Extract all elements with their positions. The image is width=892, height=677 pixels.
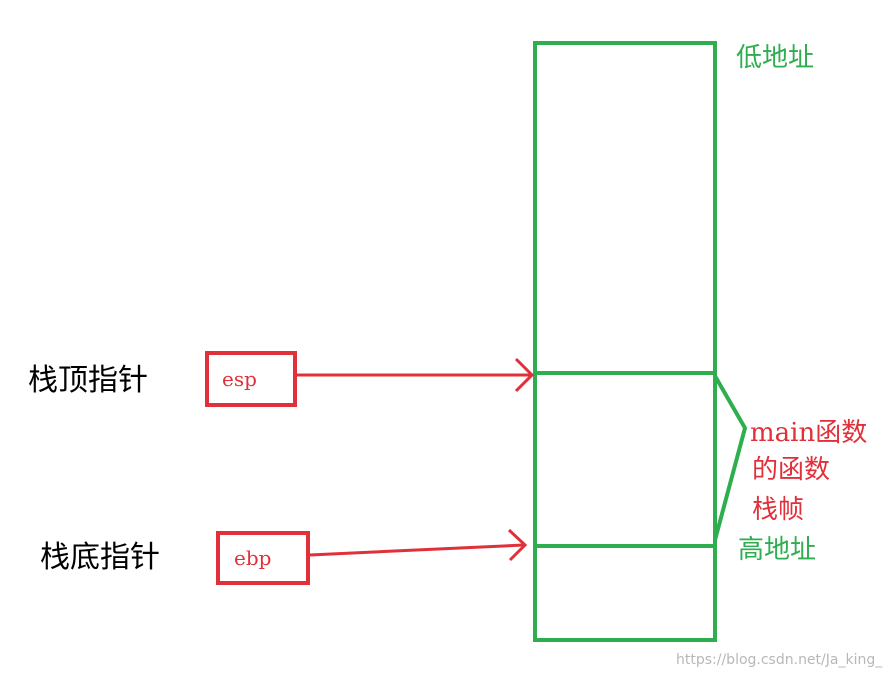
bottom-pointer-label: 栈底指针 bbox=[40, 540, 160, 575]
esp-register-label: esp bbox=[222, 367, 257, 391]
low-address-label: 低地址 bbox=[736, 43, 814, 73]
ebp-arrow-shaft bbox=[309, 543, 525, 557]
top-pointer-label: 栈顶指针 bbox=[28, 363, 148, 398]
ebp-register-label: ebp bbox=[234, 546, 271, 570]
stack-outline bbox=[533, 41, 717, 642]
esp-arrow-head bbox=[514, 357, 535, 393]
high-address-label: 高地址 bbox=[738, 535, 816, 565]
esp-register-box bbox=[205, 351, 297, 407]
ebp-arrow-head bbox=[507, 528, 528, 562]
frame-label-line3: 栈帧 bbox=[752, 495, 804, 525]
ebp-register-box bbox=[216, 531, 310, 585]
frame-brace bbox=[713, 375, 748, 541]
watermark: https://blog.csdn.net/Ja_king_ bbox=[676, 652, 883, 668]
frame-label-line2: 的函数 bbox=[752, 455, 830, 485]
frame-label-line1: main函数 bbox=[750, 418, 867, 448]
